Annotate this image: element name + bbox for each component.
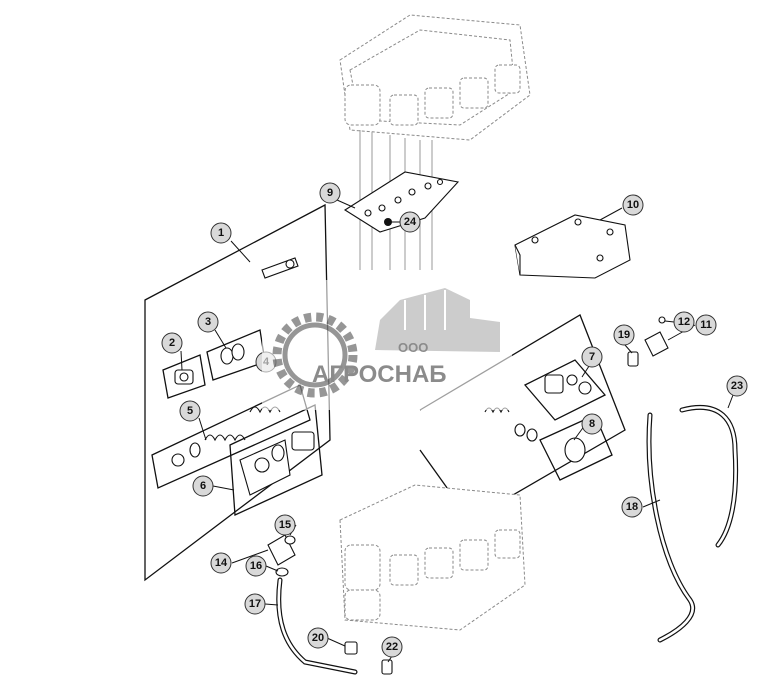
harvester-icon — [375, 288, 500, 352]
gasket-plate — [343, 171, 460, 233]
callout-9: 9 — [319, 182, 341, 204]
kit-box-2 — [162, 354, 206, 399]
callout-5-label: 5 — [187, 405, 193, 417]
callout-3-label: 3 — [205, 316, 211, 328]
callout-2-label: 2 — [169, 337, 175, 349]
callout-16-label: 16 — [250, 560, 262, 572]
tee-fitting — [627, 316, 669, 367]
callout-6-label: 6 — [200, 480, 206, 492]
callout-14: 14 — [210, 552, 232, 574]
callout-7-label: 7 — [589, 351, 595, 363]
kit-box-7 — [523, 359, 607, 421]
hose-23 — [679, 404, 739, 548]
callout-1: 1 — [210, 222, 232, 244]
watermark-name: АГРОСНАБ — [312, 361, 447, 388]
callout-23: 23 — [726, 375, 748, 397]
callout-14-label: 14 — [215, 557, 228, 569]
callout-18-label: 18 — [626, 501, 638, 513]
callout-20-label: 20 — [312, 632, 324, 644]
callout-11: 11 — [695, 314, 717, 336]
callout-3: 3 — [197, 311, 219, 333]
callout-10: 10 — [622, 194, 644, 216]
hose-17 — [276, 577, 358, 675]
kit-box-8 — [484, 407, 613, 481]
callout-19-label: 19 — [618, 329, 630, 341]
callout-17-label: 17 — [249, 598, 261, 610]
callout-22: 22 — [381, 636, 403, 658]
callout-5: 5 — [179, 400, 201, 422]
valve-block-bottom — [339, 484, 526, 631]
cover-plate — [514, 214, 631, 279]
callout-19: 19 — [613, 324, 635, 346]
callout-10-label: 10 — [627, 199, 639, 211]
callout-17: 17 — [244, 593, 266, 615]
callout-6: 6 — [192, 475, 214, 497]
watermark-logo: ООО АГРОСНАБ — [262, 280, 512, 410]
watermark-prefix: ООО — [398, 340, 428, 355]
callout-1-label: 1 — [218, 227, 224, 239]
callout-2: 2 — [161, 332, 183, 354]
callout-22-label: 22 — [386, 641, 398, 653]
gear-icon — [272, 312, 358, 398]
callout-24-label: 24 — [404, 216, 417, 228]
hose-18 — [646, 412, 696, 643]
part-4 — [261, 257, 299, 279]
callout-7: 7 — [581, 346, 603, 368]
kit-box-6 — [229, 404, 323, 516]
callout-11-label: 11 — [700, 319, 712, 331]
callout-20: 20 — [307, 627, 329, 649]
small-parts — [344, 641, 393, 675]
leader-lines — [180, 199, 734, 663]
callout-8: 8 — [581, 413, 603, 435]
callout-12: 12 — [673, 311, 695, 333]
callout-18: 18 — [621, 496, 643, 518]
callout-23-label: 23 — [731, 380, 743, 392]
callout-24: 24 — [399, 211, 421, 233]
valve-block-top — [339, 14, 531, 270]
callout-15-label: 15 — [279, 519, 291, 531]
callout-12-label: 12 — [678, 316, 690, 328]
callout-15: 15 — [274, 514, 296, 536]
kit-box-3 — [206, 329, 266, 381]
callout-8-label: 8 — [589, 418, 595, 430]
callout-16: 16 — [245, 555, 267, 577]
elbow-fitting — [267, 534, 296, 577]
callout-9-label: 9 — [327, 187, 333, 199]
